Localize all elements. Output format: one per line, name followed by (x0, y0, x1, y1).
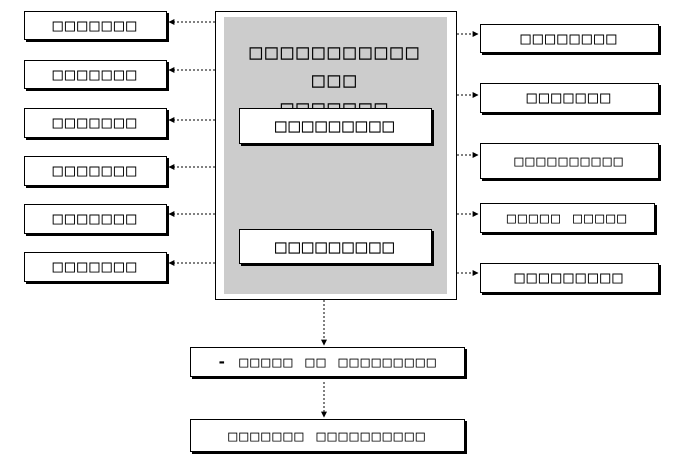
right-box-3: □□□□□□□□□□ (480, 143, 659, 179)
central-block-title: □□□□□□□□□□□ □□□ □□□□□□□ (224, 38, 447, 108)
bottom-box-1: - □□□□□ □□ □□□□□□□□□ (190, 347, 465, 377)
inner-top-box: □□□□□□□□□ (239, 108, 432, 144)
right-box-5: □□□□□□□□□ (480, 263, 659, 293)
central-title-line-3: □□□□□□□ (280, 96, 391, 108)
right-box-4: □□□□□ □□□□□ (480, 203, 655, 233)
central-title-line-1: □□□□□□□□□□□ (249, 40, 422, 64)
right-box-1: □□□□□□□□ (480, 24, 659, 53)
central-title-line-2: □□□ (312, 68, 359, 92)
left-box-3: □□□□□□□ (24, 108, 167, 138)
left-box-4: □□□□□□□ (24, 156, 167, 186)
right-box-2: □□□□□□□ (480, 83, 659, 113)
inner-bottom-box: □□□□□□□□□ (239, 229, 432, 264)
left-box-2: □□□□□□□ (24, 60, 167, 89)
left-box-6: □□□□□□□ (24, 252, 167, 282)
left-box-5: □□□□□□□ (24, 204, 167, 234)
left-box-1: □□□□□□□ (24, 11, 167, 40)
bottom-box-2: □□□□□□□ □□□□□□□□□□ (190, 419, 465, 452)
